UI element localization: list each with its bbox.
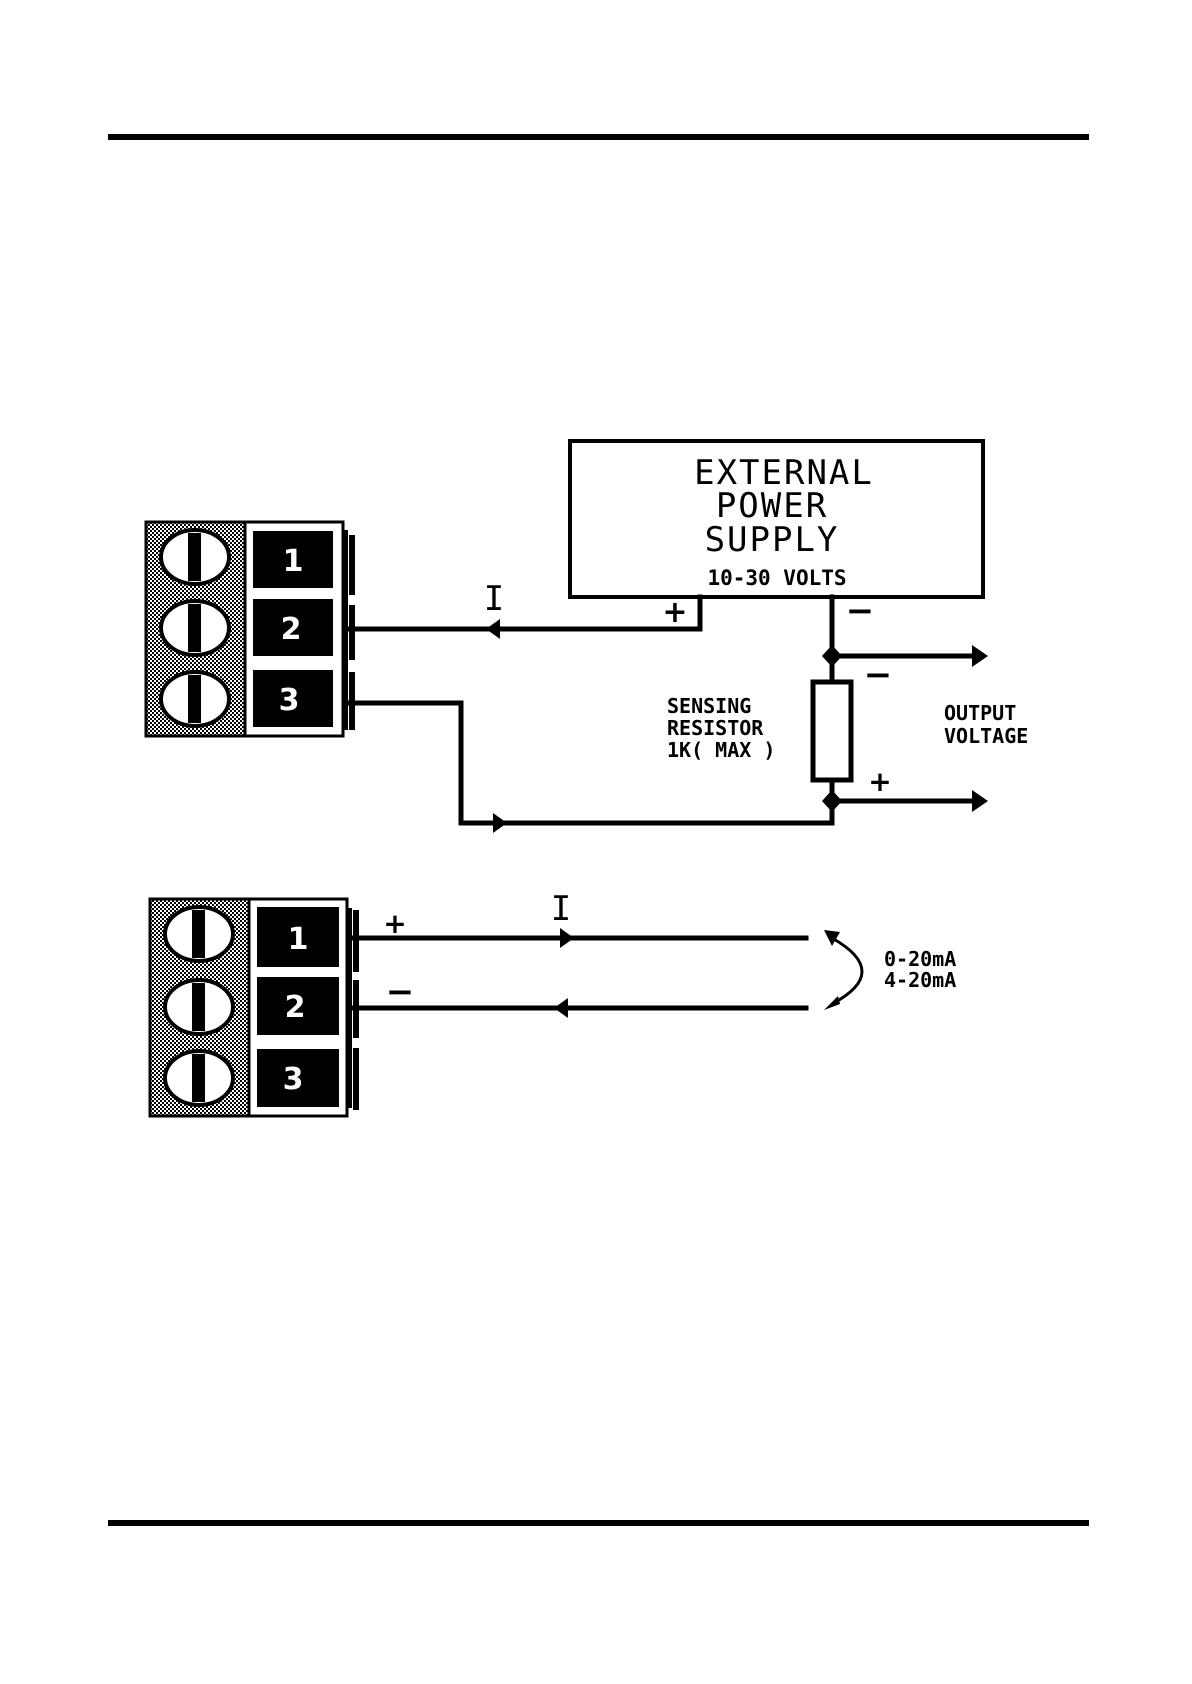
top-terminal-block: 1 2 3 [146, 522, 355, 736]
power-supply-voltage: 10-30 VOLTS [707, 566, 846, 590]
current-range-label: 4-20mA [884, 968, 956, 992]
terminal-number: 2 [285, 990, 306, 1025]
current-label: I [551, 889, 573, 929]
loop-arc [832, 938, 862, 1004]
power-supply-title: SUPPLY [705, 520, 840, 560]
current-label: I [484, 579, 506, 619]
output-label: OUTPUT [944, 701, 1016, 725]
arrow-right-icon [493, 813, 507, 833]
bottom-rule [108, 1520, 1089, 1526]
terminal-number: 1 [283, 544, 304, 579]
arrow-head-icon [824, 996, 840, 1010]
bottom-terminal-block: 1 2 3 [150, 899, 359, 1116]
resistor-label: RESISTOR [667, 716, 764, 740]
screw-icon [161, 672, 229, 726]
sensing-resistor [813, 682, 851, 780]
screw-icon [165, 1051, 233, 1105]
terminal-number: 3 [283, 1062, 304, 1097]
arrow-right-icon [972, 645, 988, 667]
supply-plus-label: + [662, 595, 687, 630]
top-rule [108, 134, 1089, 140]
arrow-head-icon [824, 930, 840, 946]
resistor-label: SENSING [667, 694, 751, 718]
wire-terminal-2-to-supply-plus [348, 597, 700, 629]
terminal-number: 2 [281, 612, 302, 647]
arrow-right-icon [972, 790, 988, 812]
screw-icon [161, 601, 229, 655]
arrow-right-icon [560, 928, 574, 948]
resistor-plus-label: + [868, 765, 891, 798]
resistor-minus-label: − [864, 655, 893, 695]
resistor-label: 1K( MAX ) [667, 738, 775, 762]
terminal-number: 3 [279, 683, 300, 718]
supply-minus-label: − [846, 591, 875, 631]
bottom-plus-label: + [383, 907, 406, 940]
terminal-number: 1 [288, 922, 309, 957]
screw-icon [165, 980, 233, 1034]
screw-icon [161, 530, 229, 584]
screw-icon [165, 907, 233, 961]
bottom-minus-label: − [386, 972, 415, 1012]
output-label: VOLTAGE [944, 724, 1028, 748]
arrow-left-icon [554, 998, 568, 1018]
arrow-left-icon [486, 619, 500, 639]
